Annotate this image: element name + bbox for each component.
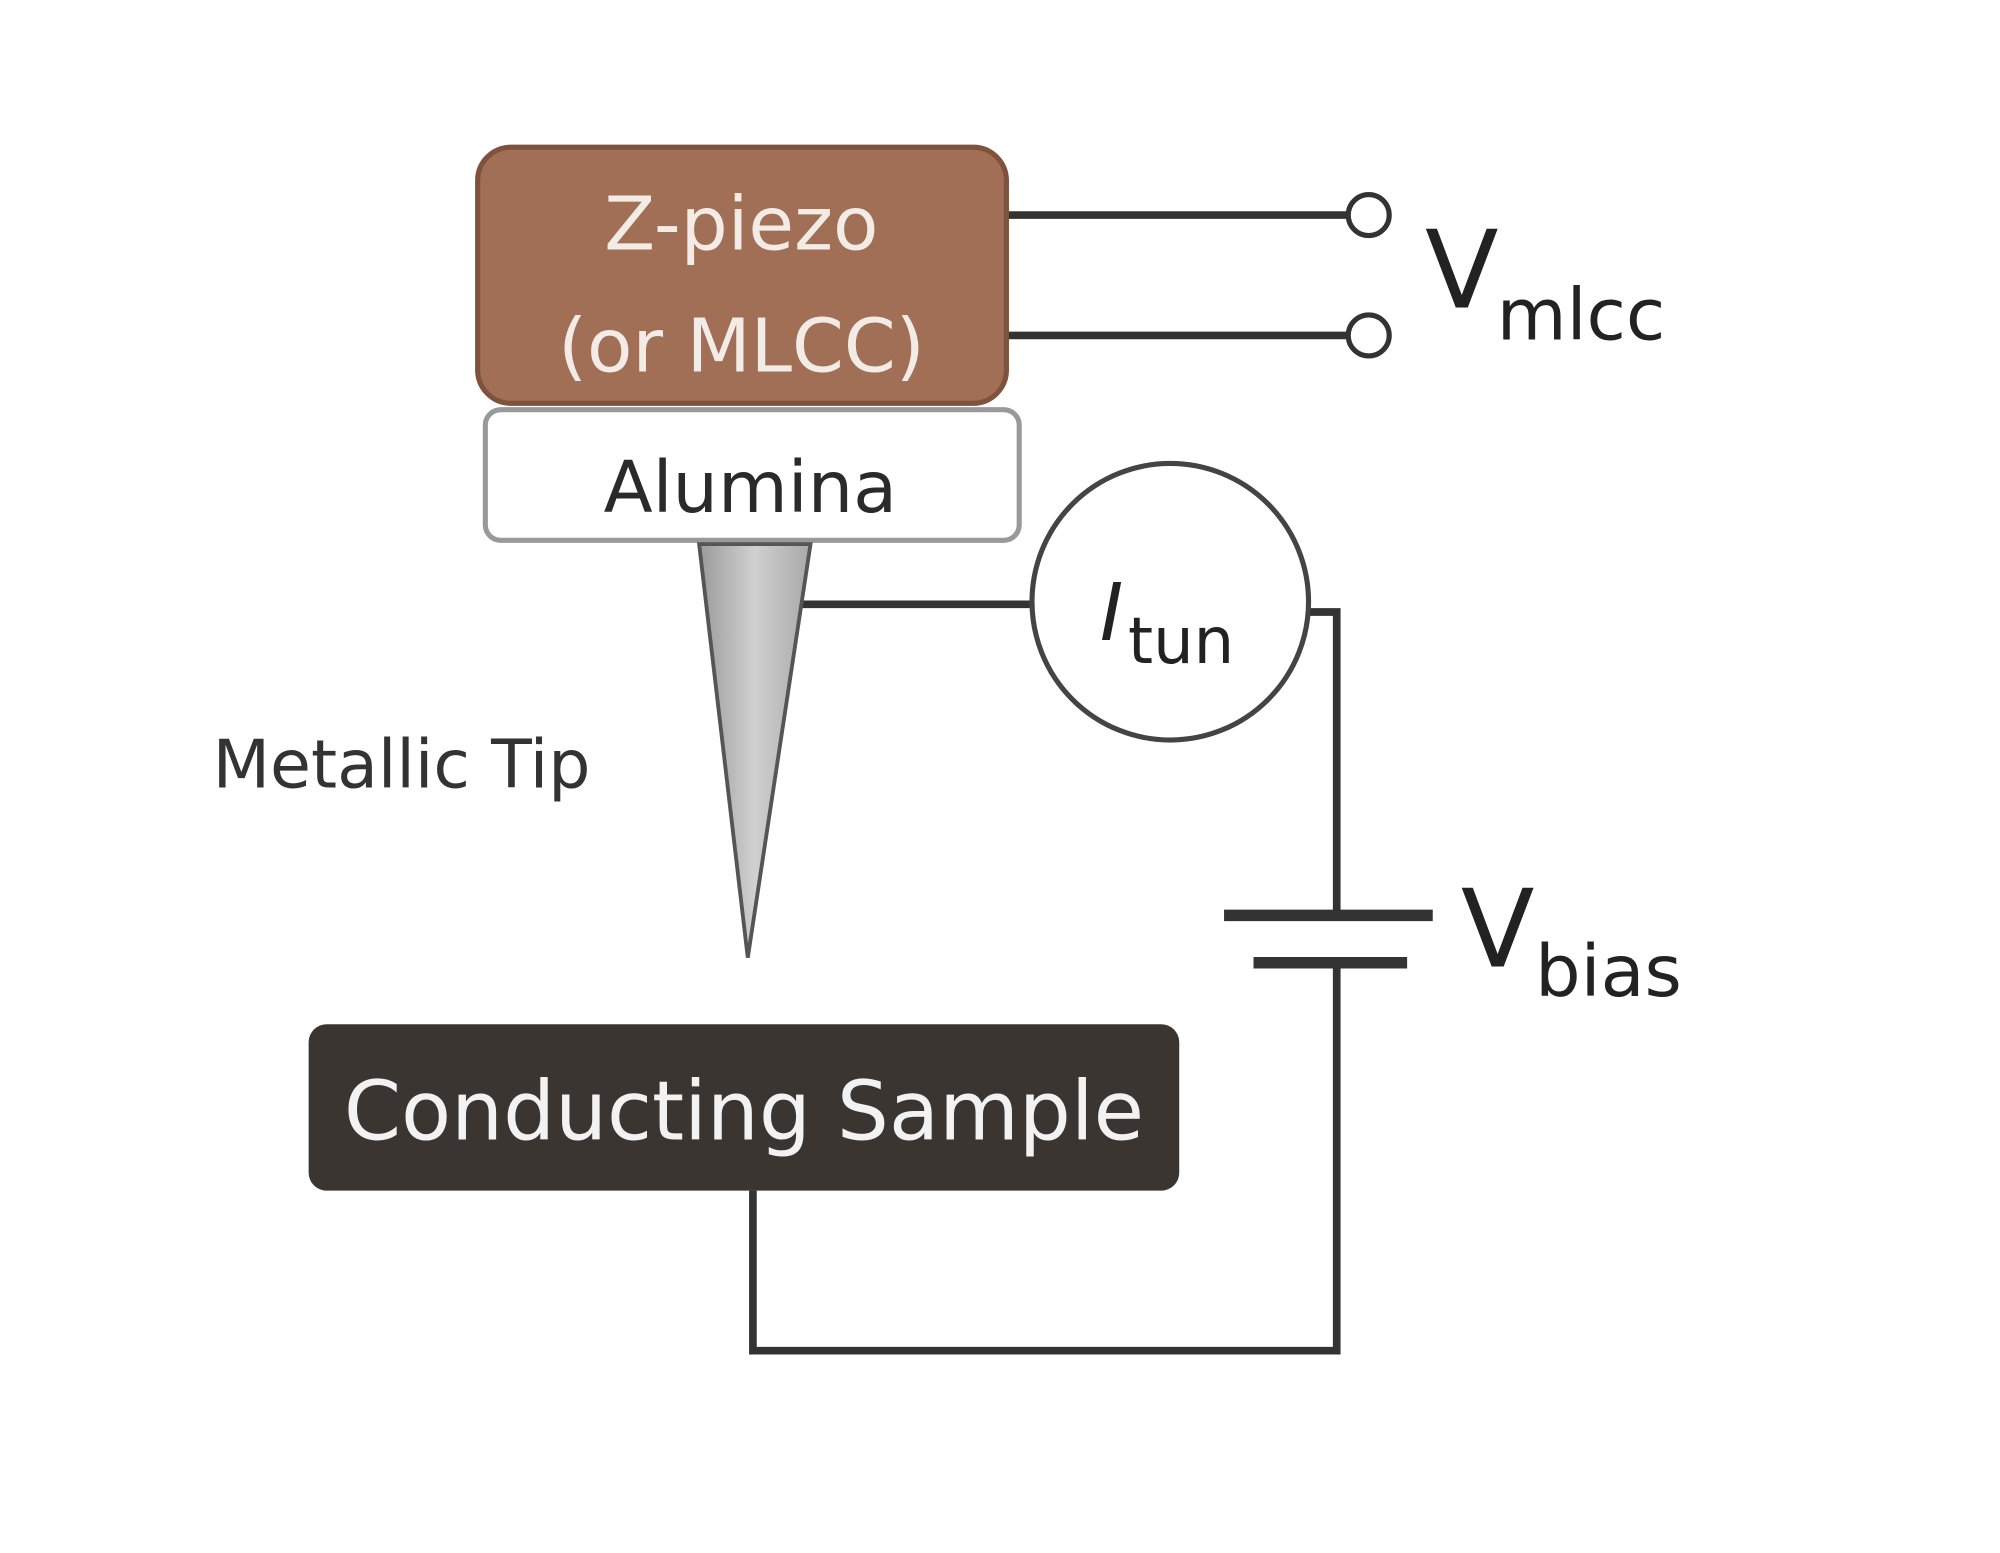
z-piezo-label: Z-piezo [604, 181, 878, 268]
ammeter-circle [1029, 460, 1312, 743]
conducting-sample-label: Conducting Sample [344, 1064, 1144, 1159]
alumina-block [482, 407, 1022, 543]
vmlcc-subscript: mlcc [1497, 272, 1666, 356]
terminal-icon [1345, 192, 1392, 239]
z-piezo-sublabel: (or MLCC) [558, 302, 925, 389]
circuit-wires [749, 211, 1349, 1355]
alumina-label: Alumina [604, 445, 898, 529]
vmlcc-label: V [1425, 208, 1499, 333]
vbias-label: V [1461, 868, 1535, 993]
z-piezo-block [475, 144, 1009, 406]
wire-ammeter-to-battery [1304, 608, 1341, 916]
metallic-tip-label: Metallic Tip [213, 725, 591, 803]
metallic-tip [696, 542, 813, 958]
wire-battery-to-sample [749, 962, 1341, 1355]
current-subscript: tun [1128, 605, 1234, 679]
terminal-icon [1345, 312, 1392, 359]
vbias-subscript: bias [1535, 929, 1682, 1013]
conducting-sample-block [308, 1024, 1180, 1191]
current-label: I [1100, 566, 1123, 659]
